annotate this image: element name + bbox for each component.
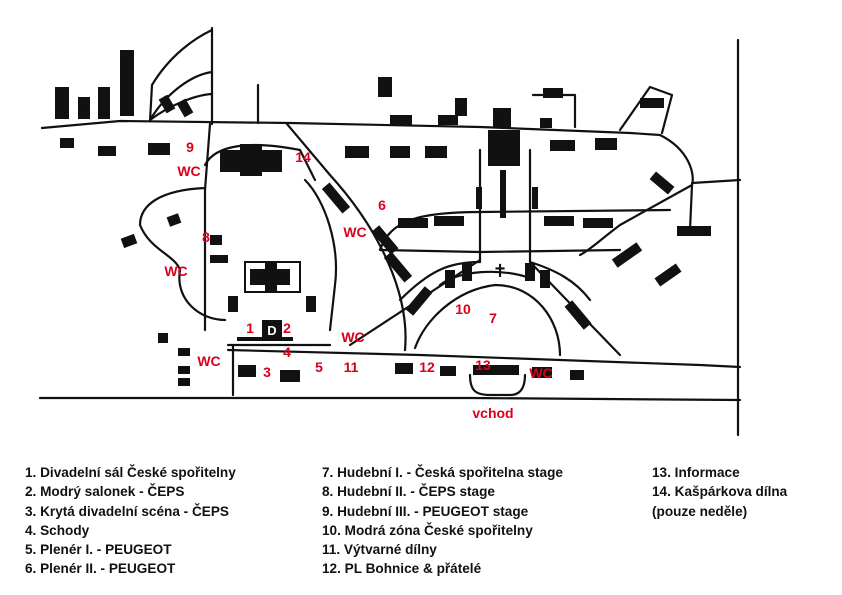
legend-column-1: 1. Divadelní sál České spořitelny 2. Mod… xyxy=(25,463,236,579)
legend-item: 7. Hudební I. - Česká spořitelna stage xyxy=(322,465,563,480)
buildings xyxy=(55,50,711,386)
legend-column-3: 13. Informace 14. Kašpárkova dílna (pouz… xyxy=(652,463,787,521)
wc-label: WC xyxy=(341,329,364,345)
church-cross-icon: ✝ xyxy=(492,261,507,282)
label-10: 10 xyxy=(455,301,471,317)
entrance-label: vchod xyxy=(472,405,513,421)
label-1: 1 xyxy=(246,320,254,336)
info-marker: D xyxy=(267,323,276,338)
map-labels: 1 2 3 4 5 6 7 8 9 10 11 12 13 14 WC WC W… xyxy=(164,139,552,421)
legend-item: 11. Výtvarné dílny xyxy=(322,542,437,558)
wc-label: WC xyxy=(529,365,552,381)
info-marker-box xyxy=(264,322,280,338)
legend-item: 14. Kašpárkova dílna xyxy=(652,484,788,500)
wc-label: WC xyxy=(343,224,366,240)
label-11: 11 xyxy=(344,359,359,375)
label-13: 13 xyxy=(475,357,491,373)
legend-item: 8. Hudební II. - ČEPS stage xyxy=(322,484,495,500)
legend-item: 5. Plenér I. - PEUGEOT xyxy=(25,542,172,558)
legend-column-2: 7. Hudební I. - Česká spořitelna stage 8… xyxy=(322,463,563,579)
label-5: 5 xyxy=(315,359,323,375)
legend-item-note: (pouze neděle) xyxy=(652,503,748,519)
legend-item: 13. Informace xyxy=(652,465,740,480)
label-12: 12 xyxy=(419,359,435,375)
label-3: 3 xyxy=(263,364,271,380)
label-6: 6 xyxy=(378,197,386,213)
legend-item: 1. Divadelní sál České spořitelny xyxy=(25,465,236,480)
wc-label: WC xyxy=(177,163,200,179)
label-14: 14 xyxy=(295,149,311,165)
legend-item: 9. Hudební III. - PEUGEOT stage xyxy=(322,503,529,519)
area-map: D ✝ 1 2 3 4 5 6 7 8 9 10 11 12 13 14 WC … xyxy=(38,26,742,437)
label-8: 8 xyxy=(202,229,210,245)
label-7: 7 xyxy=(489,310,497,326)
label-4: 4 xyxy=(283,344,291,360)
legend-item: 3. Krytá divadelní scéna - ČEPS xyxy=(25,503,229,519)
legend-item: 6. Plenér II. - PEUGEOT xyxy=(25,561,176,577)
legend-item: 12. PL Bohnice & přátelé xyxy=(322,561,482,577)
wc-label: WC xyxy=(197,353,220,369)
legend-item: 2. Modrý salonek - ČEPS xyxy=(25,484,185,500)
legend-item: 4. Schody xyxy=(25,522,90,538)
legend-item: 10. Modrá zóna České spořitelny xyxy=(322,522,533,538)
wc-label: WC xyxy=(164,263,187,279)
label-9: 9 xyxy=(186,139,194,155)
label-2: 2 xyxy=(283,320,291,336)
